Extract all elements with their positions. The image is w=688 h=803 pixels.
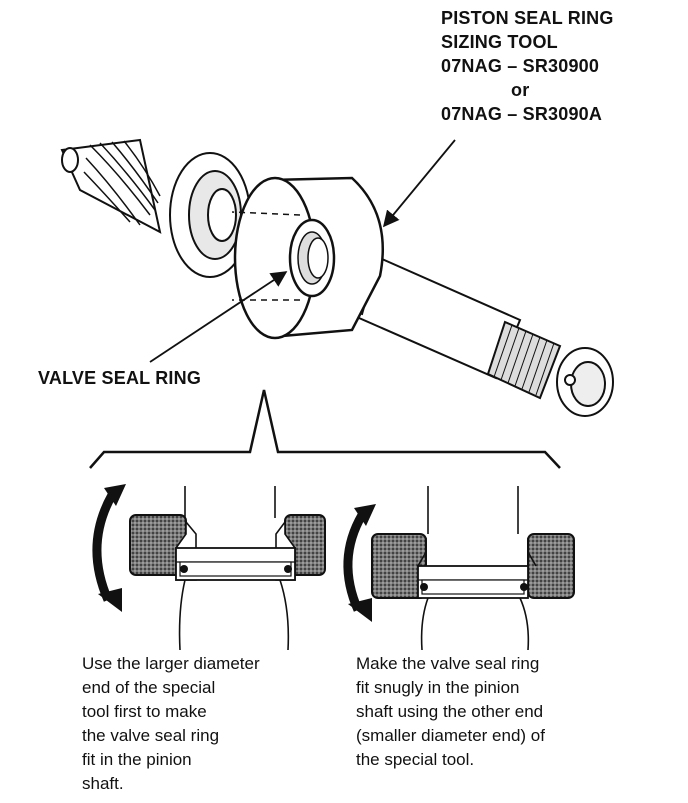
tool-label-line-1: PISTON SEAL RING: [441, 8, 614, 28]
caption-right-line-3: shaft using the other end: [356, 702, 544, 721]
tool-leader-arrow: [382, 139, 456, 228]
caption-left-line-6: shaft.: [82, 774, 124, 793]
caption-left-line-3: tool first to make: [82, 702, 207, 721]
caption-right-line-2: fit snugly in the pinion: [356, 678, 520, 697]
caption-right-line-5: the special tool.: [356, 750, 475, 769]
tool-label-or: or: [511, 80, 530, 100]
caption-right-line-1: Make the valve seal ring: [356, 654, 540, 673]
detail-right: [343, 486, 575, 651]
valve-seal-ring-left-b: [284, 565, 292, 573]
caption-left-line-4: the valve seal ring: [82, 726, 220, 745]
rotate-arrow-left: [92, 492, 116, 602]
caption-left-line-5: fit in the pinion: [82, 750, 192, 769]
tool-label-line-2: SIZING TOOL: [441, 32, 558, 52]
tool-part-number-2: 07NAG – SR3090A: [441, 104, 603, 124]
valve-ring-leader-arrow: [149, 271, 288, 363]
rotate-arrow-right: [343, 512, 366, 612]
tool-name-label: PISTON SEAL RING SIZING TOOL 07NAG – SR3…: [441, 6, 614, 126]
tool-section-right-b: [527, 533, 575, 599]
pinion-gear: [60, 138, 162, 234]
valve-seal-ring-right-a: [420, 583, 428, 591]
detail-left: [92, 484, 326, 651]
sizing-tool-drum: [231, 176, 384, 340]
detail-bracket: [89, 389, 561, 469]
valve-seal-ring-right-b: [520, 583, 528, 591]
shaft-flange: [169, 152, 251, 278]
caption-right-line-4: (smaller diameter end) of: [356, 726, 545, 745]
valve-seal-ring-left-a: [180, 565, 188, 573]
caption-right: Make the valve seal ring fit snugly in t…: [356, 652, 545, 772]
tool-part-number-1: 07NAG – SR30900: [441, 56, 600, 76]
caption-left: Use the larger diameter end of the speci…: [82, 652, 260, 796]
caption-left-line-1: Use the larger diameter: [82, 654, 260, 673]
caption-left-line-2: end of the special: [82, 678, 216, 697]
valve-seal-ring-label: VALVE SEAL RING: [38, 368, 202, 388]
leader-lines: [149, 139, 456, 363]
